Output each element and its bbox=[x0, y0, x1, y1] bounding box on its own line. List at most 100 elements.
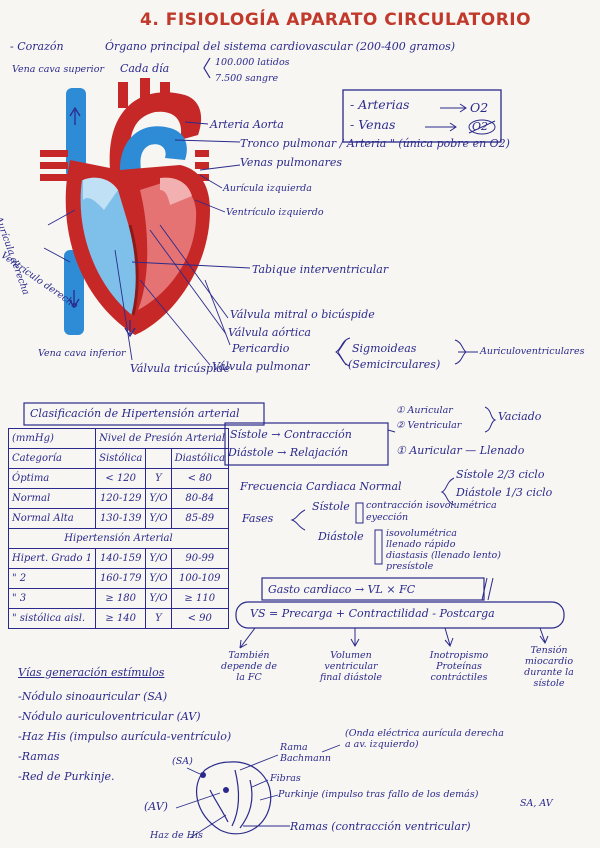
cell: 120-129 bbox=[95, 488, 147, 509]
table-row: Óptima < 120 Y < 80 bbox=[7, 468, 229, 489]
stimuli-heading: Vías generación estímulos bbox=[18, 666, 165, 679]
cell: < 120 bbox=[95, 468, 147, 489]
stimuli-item: -Ramas bbox=[18, 750, 60, 763]
eyeccion: eyección bbox=[366, 512, 409, 523]
cell: Óptima bbox=[7, 468, 97, 489]
stimuli-item: -Red de Purkinje. bbox=[18, 770, 115, 783]
sa-av-label: SA, AV bbox=[520, 798, 553, 809]
cada-dia-label: Cada día bbox=[120, 62, 170, 75]
cell: Y/O bbox=[145, 488, 172, 509]
label-tabique: Tabique interventricular bbox=[252, 263, 389, 276]
fases-diastole: Diástole bbox=[318, 530, 364, 543]
sistole-fraction: Sístole 2/3 ciclo bbox=[456, 468, 545, 481]
label-valvula-tricuspide: Válvula tricúspide bbox=[130, 362, 231, 375]
hypertension-caption: Clasificación de Hipertensión arterial bbox=[30, 407, 240, 420]
cell: 140-159 bbox=[95, 548, 147, 569]
heart-label: - Corazón bbox=[10, 40, 64, 53]
stimuli-item: -Nódulo sinoauricular (SA) bbox=[18, 690, 168, 703]
cell: Hipert. Grado 1 bbox=[7, 548, 97, 569]
sa-label: (SA) bbox=[172, 756, 193, 767]
label-valvula-pulmonar: Válvula pulmonar bbox=[212, 360, 310, 373]
stimuli-item: -Nódulo auriculoventricular (AV) bbox=[18, 710, 201, 723]
label-vena-cava-inferior: Vena cava inferior bbox=[38, 348, 126, 359]
col-categoria: Categoría bbox=[7, 448, 97, 469]
fases-label: Fases bbox=[242, 512, 274, 525]
table-row: " 2 160-179 Y/O 100-109 bbox=[7, 568, 229, 589]
haz-his-label: Haz de His bbox=[150, 830, 203, 841]
legend-arterias-value: O2 bbox=[470, 100, 489, 115]
label-ventriculo-izquierdo: Ventrículo izquierdo bbox=[226, 207, 324, 218]
table-subheader: Hipertensión Arterial bbox=[8, 528, 229, 549]
diastole-text: Diástole → Relajación bbox=[228, 446, 349, 459]
sistole-text: Sístole → Contracción bbox=[230, 428, 352, 441]
cell: 90-99 bbox=[170, 548, 229, 569]
unit-cell: (mmHg) bbox=[7, 428, 97, 449]
vaciado: Vaciado bbox=[498, 410, 542, 423]
auricular-1: ① Auricular bbox=[396, 405, 453, 416]
table-row: Normal Alta 130-139 Y/O 85-89 bbox=[7, 508, 229, 529]
cell: Y bbox=[145, 608, 172, 629]
cell: ≥ 140 bbox=[95, 608, 147, 629]
cell: " 2 bbox=[7, 568, 97, 589]
diastole-fraction: Diástole 1/3 ciclo bbox=[456, 486, 553, 499]
cell: Normal bbox=[7, 488, 97, 509]
cell: Normal Alta bbox=[7, 508, 97, 529]
diastasis: diastasis (llenado lento) bbox=[386, 550, 501, 561]
cell: Y/O bbox=[145, 568, 172, 589]
llenado-rapido: llenado rápido bbox=[386, 539, 456, 550]
presistole: presístole bbox=[386, 561, 434, 572]
sangre-text: 7.500 sangre bbox=[215, 73, 279, 84]
heart-definition: Órgano principal del sistema cardiovascu… bbox=[105, 40, 456, 53]
fases-sistole: Sístole bbox=[312, 500, 350, 513]
table-header: Nivel de Presión Arterial bbox=[95, 428, 229, 449]
table-row: Normal 120-129 Y/O 80-84 bbox=[7, 488, 229, 509]
note-fc: También depende de la FC bbox=[221, 650, 277, 683]
fc-normal: Frecuencia Cardiaca Normal bbox=[240, 480, 402, 493]
isovolumetrica: isovolumétrica bbox=[386, 528, 457, 539]
cell: " 3 bbox=[7, 588, 97, 609]
label-valvula-mitral: Válvula mitral o bicúspide bbox=[230, 308, 375, 321]
cell: 100-109 bbox=[170, 568, 229, 589]
cell: " sistólica aisl. bbox=[7, 608, 97, 629]
label-tronco-pulmonar: Tronco pulmonar / Arteria " (única pobre… bbox=[240, 137, 510, 150]
vs-formula: VS = Precarga + Contractilidad - Postcar… bbox=[250, 607, 495, 620]
cell: ≥ 180 bbox=[95, 588, 147, 609]
cell: 130-139 bbox=[95, 508, 147, 529]
col-conj bbox=[145, 448, 172, 469]
legend-venas: - Venas bbox=[350, 117, 396, 132]
label-vena-cava-superior: Vena cava superior bbox=[12, 64, 104, 75]
cell: 80-84 bbox=[170, 488, 229, 509]
label-pericardio: Pericardio bbox=[232, 342, 290, 355]
col-sistolica: Sistólica bbox=[95, 448, 147, 469]
note-volumen: Volumen ventricular final diástole bbox=[319, 650, 383, 683]
label-valvula-aortica: Válvula aórtica bbox=[228, 326, 311, 339]
cell: < 90 bbox=[170, 608, 229, 629]
table-row: " 3 ≥ 180 Y/O ≥ 110 bbox=[7, 588, 229, 609]
latidos-text: 100.000 latidos bbox=[215, 57, 290, 68]
cell: ≥ 110 bbox=[170, 588, 229, 609]
av-label: (AV) bbox=[144, 800, 168, 813]
label-sigmoideas: Sigmoideas bbox=[352, 342, 417, 355]
cell: 85-89 bbox=[170, 508, 229, 529]
cell: Y/O bbox=[145, 548, 172, 569]
auricular-llenado: ① Auricular — Llenado bbox=[396, 444, 525, 457]
label-venas-pulmonares: Venas pulmonares bbox=[240, 156, 342, 169]
hypertension-table: (mmHg) Nivel de Presión Arterial Categor… bbox=[7, 428, 229, 629]
cell: Y bbox=[145, 468, 172, 489]
onda-electrica: (Onda eléctrica aurícula derecha a av. i… bbox=[345, 728, 504, 750]
note-inotropismo: Inotropismo Proteínas contráctiles bbox=[429, 650, 489, 683]
fibras-label: Fibras bbox=[270, 773, 301, 784]
table-row: " sistólica aisl. ≥ 140 Y < 90 bbox=[7, 608, 229, 629]
stimuli-item: -Haz His (impulso aurícula-ventrículo) bbox=[18, 730, 232, 743]
purkinje-label: Purkinje (impulso tras fallo de los demá… bbox=[278, 789, 479, 800]
col-diastolica: Diastólica bbox=[170, 448, 229, 469]
gasto-formula: Gasto cardiaco → VL × FC bbox=[268, 583, 416, 596]
label-auricula-izquierda: Aurícula izquierda bbox=[223, 183, 312, 194]
note-tension: Tensión miocardio durante la sístole bbox=[524, 645, 574, 689]
cell: 160-179 bbox=[95, 568, 147, 589]
page-title: 4. FISIOLOGÍA APARATO CIRCULATORIO bbox=[140, 10, 532, 30]
cell: Y/O bbox=[145, 588, 172, 609]
legend-venas-value: O2 bbox=[472, 120, 489, 133]
label-auriculoventriculares: Auriculoventriculares bbox=[480, 346, 585, 357]
